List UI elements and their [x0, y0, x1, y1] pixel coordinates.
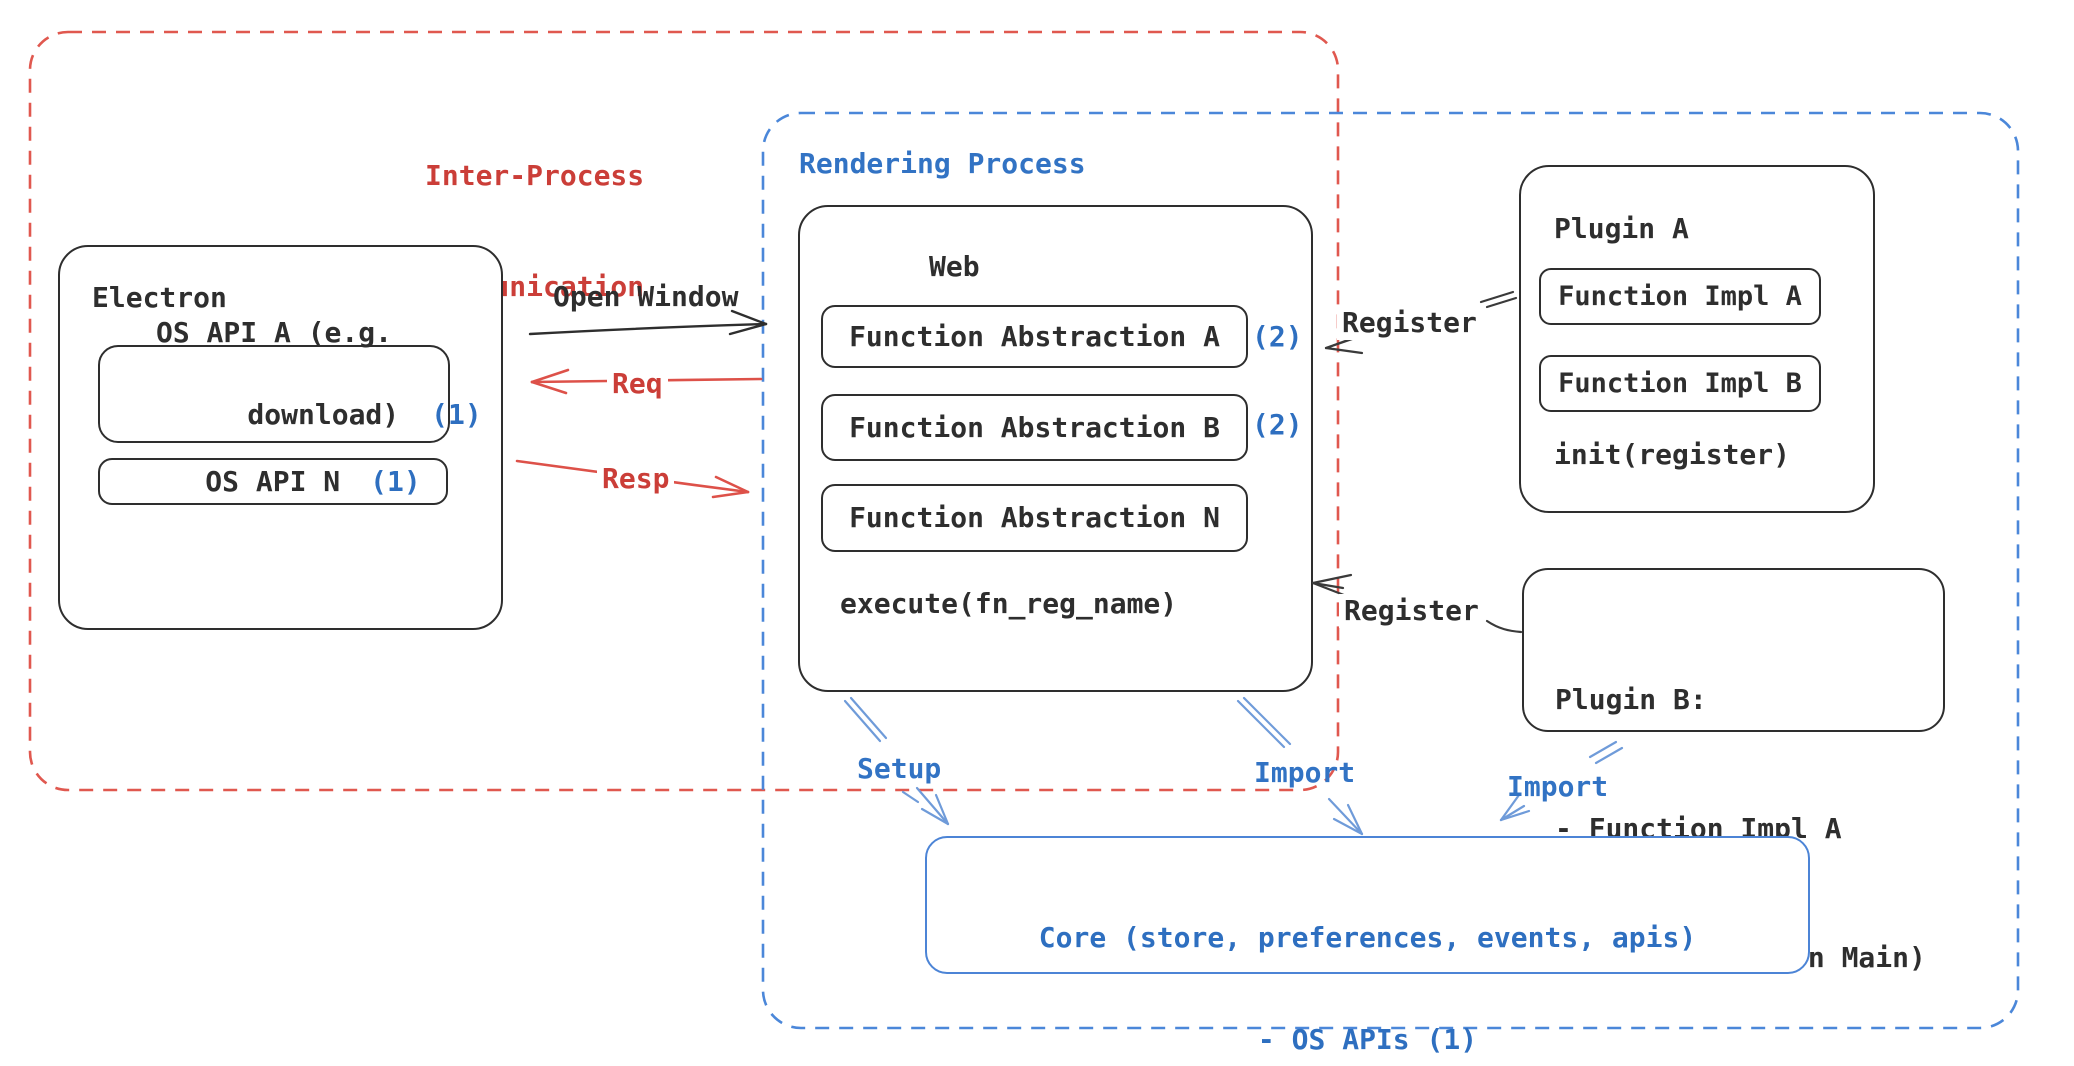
function-impl-a-label: Function Impl A — [1558, 280, 1802, 312]
register-bottom-arrowhead-mid — [1311, 581, 1345, 590]
electron-title: Electron — [92, 281, 227, 314]
function-abstraction-b-label: Function Abstraction B — [849, 410, 1220, 444]
os-api-a-line2-text: download) — [247, 398, 400, 431]
core-line1: Core (store, preferences, events, apis) — [1038, 921, 1697, 954]
setup-lower-shaft — [915, 786, 950, 826]
plugin-a-title: Plugin A — [1554, 212, 1689, 245]
os-api-a-box: OS API A (e.g. download) (1) — [98, 316, 482, 443]
register-bottom-arrowhead-upper — [1311, 573, 1353, 585]
function-impl-a-box: Function Impl A — [1539, 268, 1821, 325]
register-top-shaft — [1324, 338, 1350, 350]
plugin-a-box — [1519, 165, 1875, 513]
resp-arrowhead-upper — [714, 475, 750, 494]
os-api-a-line1: OS API A (e.g. — [155, 316, 392, 349]
import-web-label: Import — [1254, 756, 1356, 789]
plugin-a-init-text: init(register) — [1554, 438, 1791, 471]
os-api-a-badge: (1) — [431, 398, 482, 431]
function-abstraction-a-badge: (2) — [1252, 320, 1303, 353]
import-plugin-arrowhead-lower — [1499, 809, 1531, 822]
setup-label: Setup — [857, 752, 942, 785]
import-web-upper-stroke2 — [1242, 696, 1292, 746]
function-impl-b-label: Function Impl B — [1558, 367, 1802, 399]
resp-label: Resp — [597, 462, 675, 496]
register-top-label: Register — [1337, 306, 1482, 340]
core-box — [925, 836, 1810, 974]
os-api-n-label: OS API N — [205, 464, 341, 498]
plugin-b-title: Plugin B: — [1555, 683, 1707, 716]
ipc-region-title-line1: Inter-Process — [425, 159, 645, 192]
function-abstraction-a-label: Function Abstraction A — [849, 319, 1220, 353]
open-window-arrowhead-lower — [728, 322, 768, 336]
import-web-upper-stroke1 — [1236, 699, 1286, 749]
web-execute-text: execute(fn_reg_name) — [840, 587, 1178, 620]
resp-arrowhead-lower — [711, 490, 750, 499]
function-impl-b-box: Function Impl B — [1539, 355, 1821, 412]
import-web-arrowhead-left — [1332, 817, 1364, 836]
setup-upper-stroke2 — [849, 696, 888, 740]
function-abstraction-b-box: Function Abstraction B — [821, 394, 1248, 461]
function-abstraction-n-box: Function Abstraction N — [821, 484, 1248, 552]
core-text: Core (store, preferences, events, apis) … — [925, 853, 1810, 1066]
register-bottom-label: Register — [1339, 594, 1484, 628]
os-api-n-box: OS API N (1) — [98, 458, 448, 505]
open-window-label: Open Window — [553, 280, 739, 313]
register-top-arrowhead-lower — [1324, 346, 1364, 355]
register-top-tail-stroke1 — [1479, 290, 1515, 304]
function-abstraction-a-box: Function Abstraction A — [821, 305, 1248, 368]
req-arrowhead-lower — [530, 380, 568, 395]
function-abstraction-n-label: Function Abstraction N — [849, 501, 1220, 534]
req-label: Req — [607, 367, 668, 401]
import-web-arrowhead-right — [1346, 803, 1364, 836]
register-top-tail-stroke2 — [1485, 296, 1518, 309]
import-plugin-shaft — [1499, 804, 1526, 822]
os-api-a-line2: download) (1) — [146, 353, 481, 476]
function-abstraction-b-badge: (2) — [1252, 408, 1303, 441]
setup-arrowhead-right — [934, 793, 950, 826]
core-line2: - OS APIs (1) — [1257, 1023, 1478, 1056]
plugin-b-box — [1522, 568, 1945, 732]
setup-extra-tick — [901, 790, 920, 804]
os-api-n-badge: (1) — [370, 464, 421, 498]
import-plugin-label: Import — [1507, 770, 1609, 803]
web-title: Web — [929, 250, 980, 283]
register-bottom-tail — [1485, 619, 1523, 634]
import-web-lower-shaft — [1327, 797, 1364, 836]
setup-arrowhead-left — [920, 807, 950, 826]
rendering-region-title: Rendering Process — [799, 147, 1086, 180]
setup-upper-stroke1 — [843, 699, 882, 743]
